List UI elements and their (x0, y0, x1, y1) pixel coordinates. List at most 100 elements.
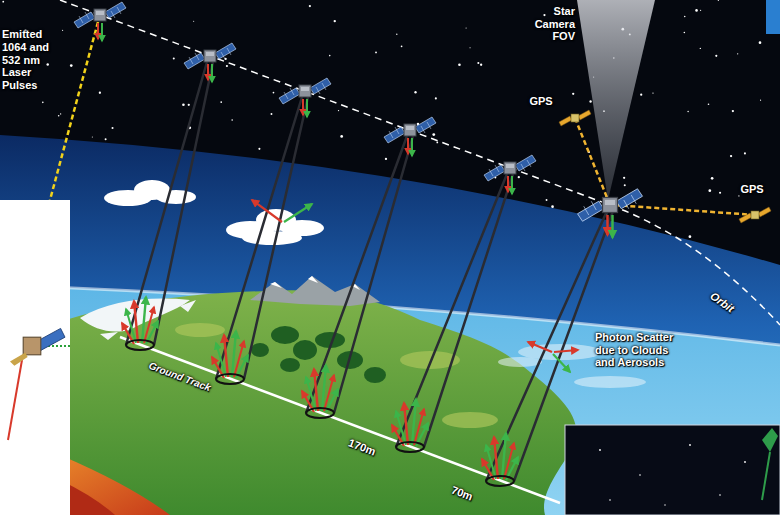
icesat-satellite-main (578, 189, 643, 238)
star (334, 20, 336, 22)
land-mass (60, 290, 576, 515)
ocean-surface (0, 285, 780, 515)
footprint (392, 399, 428, 452)
inset-left (0, 200, 70, 515)
atmosphere (0, 135, 780, 515)
star (684, 32, 686, 34)
footprint (482, 433, 518, 486)
mountain-range (250, 276, 380, 306)
star (220, 101, 222, 103)
star (718, 0, 719, 1)
earth-crust (60, 455, 170, 515)
star (624, 184, 626, 186)
star (700, 10, 701, 11)
star (340, 135, 343, 138)
star (738, 195, 739, 196)
star (684, 16, 685, 17)
star (551, 205, 554, 208)
cloud (104, 180, 196, 206)
star (226, 65, 228, 67)
star (375, 52, 377, 54)
star (469, 47, 470, 48)
star (480, 64, 482, 66)
star (687, 111, 688, 112)
star (436, 142, 438, 144)
star (711, 177, 714, 180)
inset-right (565, 425, 780, 515)
grassland (175, 323, 498, 428)
snow-caps (270, 276, 360, 290)
star (385, 158, 387, 160)
orbit-label: Orbit (708, 289, 737, 314)
star (640, 94, 642, 96)
star (543, 14, 545, 16)
star (744, 152, 746, 154)
corner-strip (766, 0, 780, 34)
gps-label: GPS (529, 95, 552, 108)
star (271, 113, 273, 115)
star (623, 177, 625, 179)
star (99, 92, 101, 94)
star (401, 45, 403, 47)
star-camera-fov (577, 0, 655, 200)
star (70, 64, 73, 67)
star (258, 148, 260, 150)
gps-link (575, 118, 608, 200)
star (414, 91, 416, 93)
star (188, 104, 190, 106)
star (732, 110, 734, 112)
forest (251, 326, 386, 383)
star (760, 100, 761, 101)
emitted-pulse-line (50, 22, 98, 200)
ground-track-line (120, 337, 560, 503)
dimension-label: 70m (449, 483, 474, 503)
laser-beams (126, 62, 613, 481)
icesat-satellite (74, 2, 126, 41)
icesat-satellite (279, 78, 331, 117)
scatter-label: Photon Scatter due to Clouds and Aerosol… (595, 331, 689, 369)
star (435, 97, 437, 99)
star (708, 103, 710, 105)
star (708, 189, 711, 192)
star (695, 9, 698, 12)
star (477, 62, 479, 64)
icesat-satellite (384, 117, 436, 156)
star (309, 5, 311, 7)
star (111, 127, 113, 129)
star (730, 155, 732, 157)
star (589, 100, 591, 102)
footprint (302, 365, 338, 418)
star (329, 55, 331, 57)
star (715, 55, 717, 57)
star (231, 119, 233, 121)
gps-link (614, 205, 755, 215)
gps-satellite (559, 110, 591, 126)
scatter-arrows (252, 200, 578, 372)
star (432, 133, 435, 136)
pulse-label: Emitted 1064 and 532 nm Laser Pulses (2, 28, 56, 91)
star (689, 235, 692, 238)
icesat-satellite (184, 43, 236, 82)
star (2, 1, 4, 3)
star (700, 48, 701, 49)
gps-label: GPS (740, 183, 763, 196)
star (60, 113, 61, 114)
star (46, 63, 48, 65)
icesat-satellite (484, 155, 536, 194)
star (105, 138, 107, 140)
star (759, 41, 762, 44)
star (719, 192, 721, 194)
footprint (122, 297, 158, 350)
star (273, 92, 275, 94)
star (572, 93, 574, 95)
star (518, 176, 520, 178)
star (458, 63, 461, 66)
star (173, 57, 175, 59)
footprint (212, 331, 248, 384)
star (58, 115, 60, 117)
star (42, 102, 44, 104)
